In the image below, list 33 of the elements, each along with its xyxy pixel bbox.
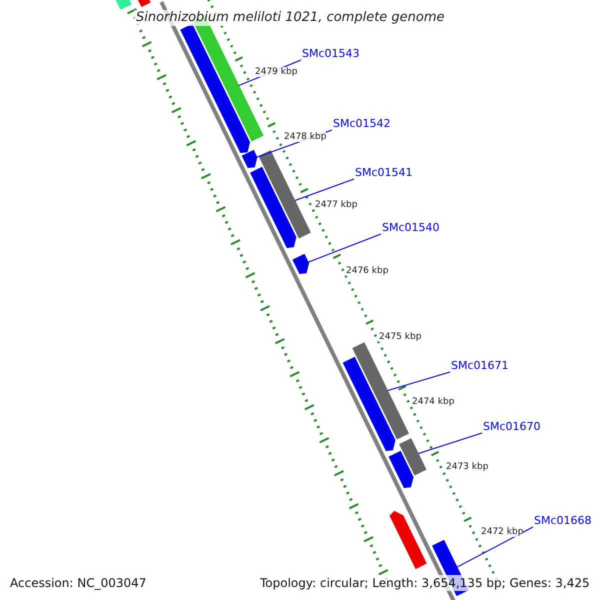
gene-label: SMc01541 (355, 167, 413, 179)
scale-label: 2479 kbp (255, 67, 298, 77)
scale-label: 2477 kbp (315, 200, 358, 210)
gene-block (388, 450, 414, 488)
gene-block (136, 0, 151, 8)
gene-label: SMc01670 (483, 421, 541, 433)
map-title: Sinorhizobium meliloti 1021, complete genome (134, 10, 447, 26)
gene-block (342, 356, 396, 452)
scale-label: 2478 kbp (284, 132, 326, 142)
gene-block (258, 150, 311, 238)
gene-label: SMc01540 (382, 222, 440, 234)
gene-block (399, 438, 426, 476)
leader-line (418, 432, 482, 454)
gene-label: SMc01542 (333, 118, 391, 130)
gene-block (250, 166, 296, 248)
footer-text: Topology: circular; Length: 3,654,135 bp; Genes: 3,425 (258, 575, 592, 591)
leader-line (294, 178, 354, 202)
scale-label: 2475 kbp (379, 332, 422, 342)
gene-label: SMc01671 (451, 360, 509, 372)
gene-block (352, 342, 409, 440)
scale-label: 2476 kbp (346, 266, 388, 276)
gene-block (390, 510, 427, 570)
leader-line (387, 372, 450, 392)
scale-label: 2473 kbp (446, 462, 488, 472)
footer-text: Accession: NC_003047 (8, 575, 148, 591)
leader-line (456, 526, 534, 568)
gene-block (292, 254, 310, 274)
scale-label: 2474 kbp (412, 397, 454, 407)
leader-line (308, 234, 382, 263)
gene-label: SMc01543 (302, 48, 360, 60)
scale-label: 2472 kbp (481, 527, 524, 537)
gene-label: SMc01668 (534, 515, 592, 527)
gene-block (180, 24, 250, 154)
